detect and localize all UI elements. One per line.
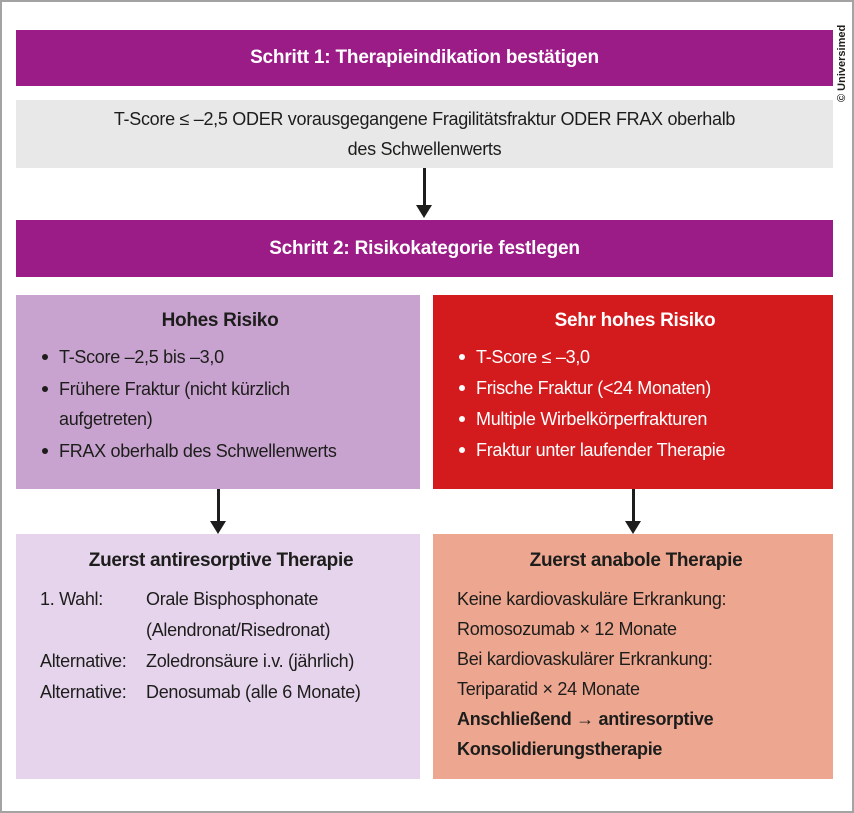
therapy-row: Alternative: Denosumab (alle 6 Monate) bbox=[40, 677, 402, 708]
therapy-row-label: 1. Wahl: bbox=[40, 589, 103, 609]
very-high-risk-box: Sehr hohes Risiko T-Score ≤ –3,0 Frische… bbox=[433, 295, 833, 489]
list-item: T-Score ≤ –3,0 bbox=[457, 342, 813, 372]
antiresorptive-therapy-box: Zuerst antiresorptive Therapie 1. Wahl: … bbox=[16, 534, 420, 779]
high-risk-title: Hohes Risiko bbox=[161, 310, 279, 331]
arrow-head bbox=[625, 521, 641, 534]
list-item: Frische Fraktur (<24 Monaten) bbox=[457, 373, 813, 403]
therapy-row-value: Orale Bisphosphonate (Alendronat/Risedro… bbox=[146, 589, 331, 640]
therapy-row: Alternative: Zoledronsäure i.v. (jährlic… bbox=[40, 646, 402, 677]
consolidation-note: Anschließend → antiresorptive Konsolidie… bbox=[457, 709, 714, 759]
therapy-row-label: Alternative: bbox=[40, 651, 127, 671]
list-item: Multiple Wirbelkörperfrakturen bbox=[457, 404, 813, 434]
step2-header: Schritt 2: Risikokategorie festlegen bbox=[16, 220, 833, 277]
list-item: FRAX oberhalb des Schwellenwerts bbox=[40, 436, 400, 466]
therapy-line: Keine kardiovaskuläre Erkrankung: bbox=[457, 589, 727, 609]
step2-title: Schritt 2: Risikokategorie festlegen bbox=[269, 237, 580, 259]
arrow-down-icon bbox=[209, 489, 227, 534]
arrow-head bbox=[416, 205, 432, 218]
therapy-row-value: Zoledronsäure i.v. (jährlich) bbox=[146, 651, 355, 671]
high-risk-box: Hohes Risiko T-Score –2,5 bis –3,0 Frühe… bbox=[16, 295, 420, 489]
high-risk-bullet-list: T-Score –2,5 bis –3,0 Frühere Fraktur (n… bbox=[40, 342, 400, 466]
arrow-line bbox=[631, 489, 635, 521]
therapy-line: Romosozumab × 12 Monate bbox=[457, 619, 677, 639]
arrow-line bbox=[422, 168, 426, 205]
list-item: Frühere Fraktur (nicht kürzlich aufgetre… bbox=[40, 374, 400, 434]
list-item: T-Score –2,5 bis –3,0 bbox=[40, 342, 400, 372]
very-high-risk-title: Sehr hohes Risiko bbox=[554, 310, 716, 331]
copyright-credit: © Universimed bbox=[836, 24, 848, 102]
list-item: Fraktur unter laufender Therapie bbox=[457, 435, 813, 465]
arrow-head bbox=[210, 521, 226, 534]
therapy-line: Bei kardiovaskulärer Erkrankung: bbox=[457, 649, 713, 669]
arrow-line bbox=[216, 489, 220, 521]
anabolic-title: Zuerst anabole Therapie bbox=[529, 550, 743, 571]
very-high-risk-bullet-list: T-Score ≤ –3,0 Frische Fraktur (<24 Mona… bbox=[457, 342, 813, 465]
anabolic-therapy-box: Zuerst anabole Therapie Keine kardiovask… bbox=[433, 534, 833, 779]
step1-title: Schritt 1: Therapieindikation bestätigen bbox=[250, 47, 599, 68]
arrow-down-icon bbox=[415, 168, 433, 218]
therapy-row-value: Denosumab (alle 6 Monate) bbox=[146, 682, 361, 702]
arrow-down-icon bbox=[624, 489, 642, 534]
therapy-row: 1. Wahl: Orale Bisphosphonate (Alendrona… bbox=[40, 584, 402, 646]
antiresorptive-title: Zuerst antiresorptive Therapie bbox=[88, 550, 354, 571]
therapy-row-label: Alternative: bbox=[40, 682, 127, 702]
criteria-text: T-Score ≤ –2,5 ODER vorausgegangene Frag… bbox=[113, 109, 736, 159]
step1-header: Schritt 1: Therapieindikation bestätigen bbox=[16, 30, 833, 86]
therapy-line: Teriparatid × 24 Monate bbox=[457, 679, 640, 699]
therapy-indication-criteria-box: T-Score ≤ –2,5 ODER vorausgegangene Frag… bbox=[16, 100, 833, 168]
